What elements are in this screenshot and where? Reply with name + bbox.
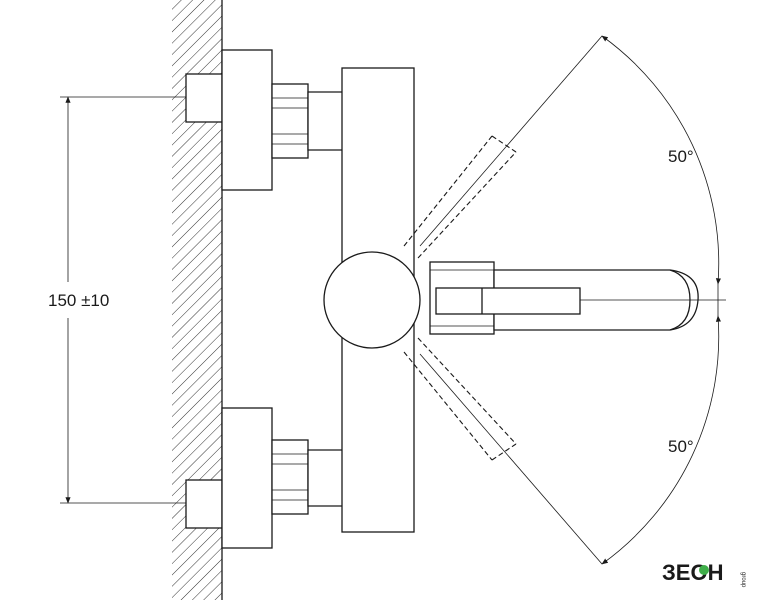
height-dimension-label: 150 ±10 [48,291,109,310]
logo-text: ЗЕОН [662,560,723,585]
angle-construction [419,35,726,565]
control-knob [323,251,421,349]
angle-lower-label: 50° [668,437,694,456]
handle-lower-position [403,337,517,461]
lower-wall-fitting [185,407,358,549]
angle-upper-label: 50° [668,147,694,166]
height-dimension [60,96,186,504]
logo-accent-icon [699,565,709,575]
handle-assembly [429,261,699,335]
logo-tagline: group [740,572,746,588]
handle-upper-position [403,135,517,259]
zeon-logo: ЗЕОН group [662,560,746,588]
